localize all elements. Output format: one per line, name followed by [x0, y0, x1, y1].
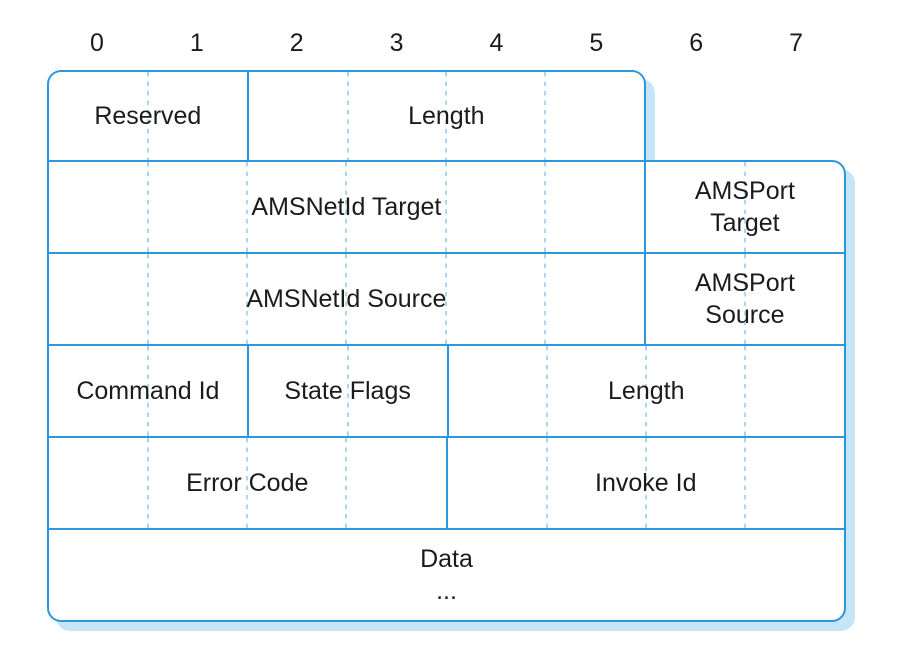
field-amsnetid-target-label: AMSNetId Target	[251, 192, 442, 221]
field-tcp-length: Length	[249, 72, 644, 160]
byte-boundary-dash	[743, 162, 746, 252]
byte-boundary-dash	[246, 254, 249, 344]
byte-boundary-dash	[544, 72, 547, 160]
field-data: Data ...	[49, 530, 844, 620]
field-amsport-target: AMSPort Target	[646, 162, 844, 252]
byte-boundary-dash	[543, 162, 546, 252]
byte-boundary-dash	[444, 254, 447, 344]
row-data: Data ...	[49, 530, 844, 620]
byte-boundary-dash	[147, 254, 150, 344]
byte-index-6: 6	[689, 29, 704, 57]
byte-index-5: 5	[589, 29, 604, 57]
field-data-ellipsis: ...	[436, 577, 457, 605]
field-error-code-label: Error Code	[186, 468, 309, 497]
field-reserved-label: Reserved	[94, 101, 202, 130]
field-error-code: Error Code	[49, 438, 448, 528]
field-state-flags-label: State Flags	[284, 376, 411, 405]
byte-boundary-dash	[346, 346, 349, 436]
byte-index-1: 1	[189, 29, 204, 57]
field-invoke-id-label: Invoke Id	[595, 468, 697, 497]
byte-index-0: 0	[89, 29, 104, 57]
byte-boundary-dash	[345, 254, 348, 344]
byte-boundary-dash	[246, 438, 249, 528]
row-error-invoke: Error Code Invoke Id	[49, 438, 844, 530]
byte-index-header: 0 1 2 3 4 5 6 7	[47, 27, 846, 59]
byte-boundary-dash	[246, 162, 249, 252]
field-invoke-id: Invoke Id	[448, 438, 845, 528]
byte-boundary-dash	[744, 346, 747, 436]
byte-boundary-dash	[147, 162, 150, 252]
field-amsport-target-label-line1: AMSPort	[694, 176, 795, 205]
tcp-header-row: Reserved Length	[47, 70, 646, 160]
field-command-id: Command Id	[49, 346, 249, 436]
row-amsnetid-target: AMSNetId Target AMSPort Target	[49, 162, 844, 254]
field-amsport-target-label-line2: Target	[710, 209, 780, 237]
byte-index-2: 2	[289, 29, 304, 57]
field-ams-length-label: Length	[608, 376, 685, 405]
byte-boundary-dash	[545, 438, 548, 528]
byte-boundary-dash	[445, 72, 448, 160]
byte-boundary-dash	[644, 438, 647, 528]
field-reserved: Reserved	[49, 72, 249, 160]
field-tcp-length-label: Length	[408, 101, 485, 130]
byte-index-3: 3	[389, 29, 404, 57]
field-amsport-source-label-line1: AMSPort	[694, 268, 795, 297]
byte-boundary-dash	[543, 254, 546, 344]
byte-boundary-dash	[546, 346, 549, 436]
byte-boundary-dash	[147, 438, 150, 528]
field-ams-length: Length	[449, 346, 845, 436]
field-amsport-source-label-line2: Source	[705, 301, 785, 329]
field-command-id-label: Command Id	[76, 376, 220, 405]
field-amsnetid-target: AMSNetId Target	[49, 162, 646, 252]
byte-boundary-dash	[743, 438, 746, 528]
field-amsnetid-source: AMSNetId Source	[49, 254, 646, 344]
field-amsport-source: AMSPort Source	[646, 254, 844, 344]
row-amsnetid-source: AMSNetId Source AMSPort Source	[49, 254, 844, 346]
byte-boundary-dash	[346, 72, 349, 160]
byte-boundary-dash	[345, 438, 348, 528]
byte-boundary-dash	[345, 162, 348, 252]
byte-boundary-dash	[743, 254, 746, 344]
byte-index-7: 7	[789, 29, 804, 57]
field-data-label: Data	[420, 544, 473, 573]
ams-header-table: AMSNetId Target AMSPort Target AMSNetId …	[47, 160, 846, 622]
byte-boundary-dash	[645, 346, 648, 436]
row-command: Command Id State Flags Length	[49, 346, 844, 438]
byte-index-4: 4	[489, 29, 504, 57]
field-amsnetid-source-label: AMSNetId Source	[246, 284, 447, 313]
byte-boundary-dash	[146, 346, 149, 436]
byte-boundary-dash	[444, 162, 447, 252]
byte-boundary-dash	[146, 72, 149, 160]
field-state-flags: State Flags	[249, 346, 449, 436]
